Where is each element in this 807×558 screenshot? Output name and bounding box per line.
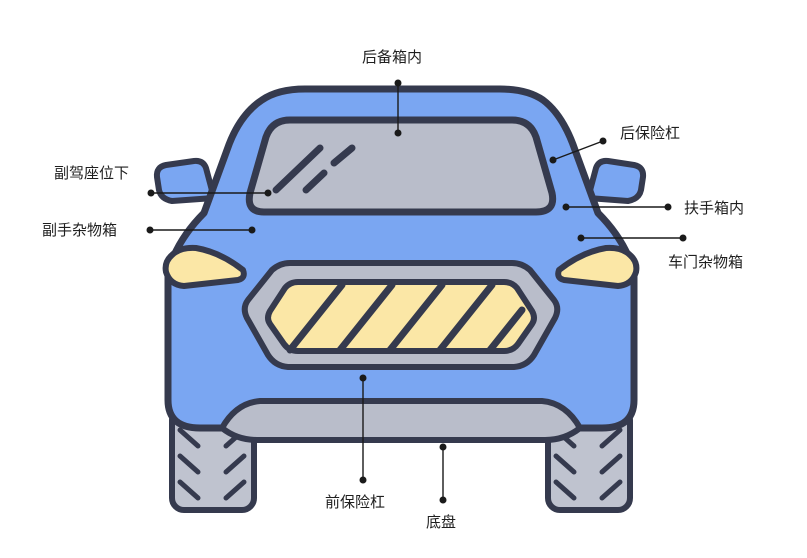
grille-stripes: [286, 281, 526, 354]
label-passenger-seat: 副驾座位下: [54, 164, 130, 182]
dot-glove-box-start: [146, 226, 154, 234]
left-headlight: [162, 244, 247, 289]
dot-chassis-end: [439, 496, 447, 504]
dot-rear-bumper-end: [549, 156, 557, 164]
dot-armrest-end: [664, 203, 672, 211]
right-headlight: [555, 244, 640, 289]
left-mirror: [153, 157, 217, 204]
right-mirror: [585, 157, 647, 204]
dot-passenger-seat-end: [264, 189, 272, 197]
label-glove-box: 副手杂物箱: [42, 221, 118, 239]
dot-armrest-start: [562, 203, 570, 211]
leader-dots: [146, 79, 687, 504]
label-rear-bumper: 后保险杠: [620, 124, 681, 142]
dot-chassis-start: [439, 443, 447, 451]
dot-door-pocket-end: [679, 234, 687, 242]
label-chassis: 底盘: [426, 513, 457, 531]
label-armrest-box: 扶手箱内: [684, 199, 745, 217]
dot-trunk-end: [394, 129, 402, 137]
label-front-bumper: 前保险杠: [325, 493, 386, 511]
windshield: [245, 116, 557, 216]
dot-trunk-start: [394, 79, 402, 87]
label-trunk: 后备箱内: [362, 48, 423, 66]
dot-rear-bumper-start: [599, 137, 607, 145]
dot-front-bumper-end: [359, 476, 367, 484]
dot-front-bumper-start: [359, 374, 367, 382]
windshield-reflection: [272, 144, 356, 194]
dot-door-pocket-start: [577, 234, 585, 242]
dot-glove-box-end: [248, 226, 256, 234]
lower-bumper: [219, 398, 583, 443]
leader-lines: [150, 83, 683, 500]
label-door-pocket: 车门杂物箱: [668, 253, 744, 271]
dot-passenger-seat-start: [147, 189, 155, 197]
